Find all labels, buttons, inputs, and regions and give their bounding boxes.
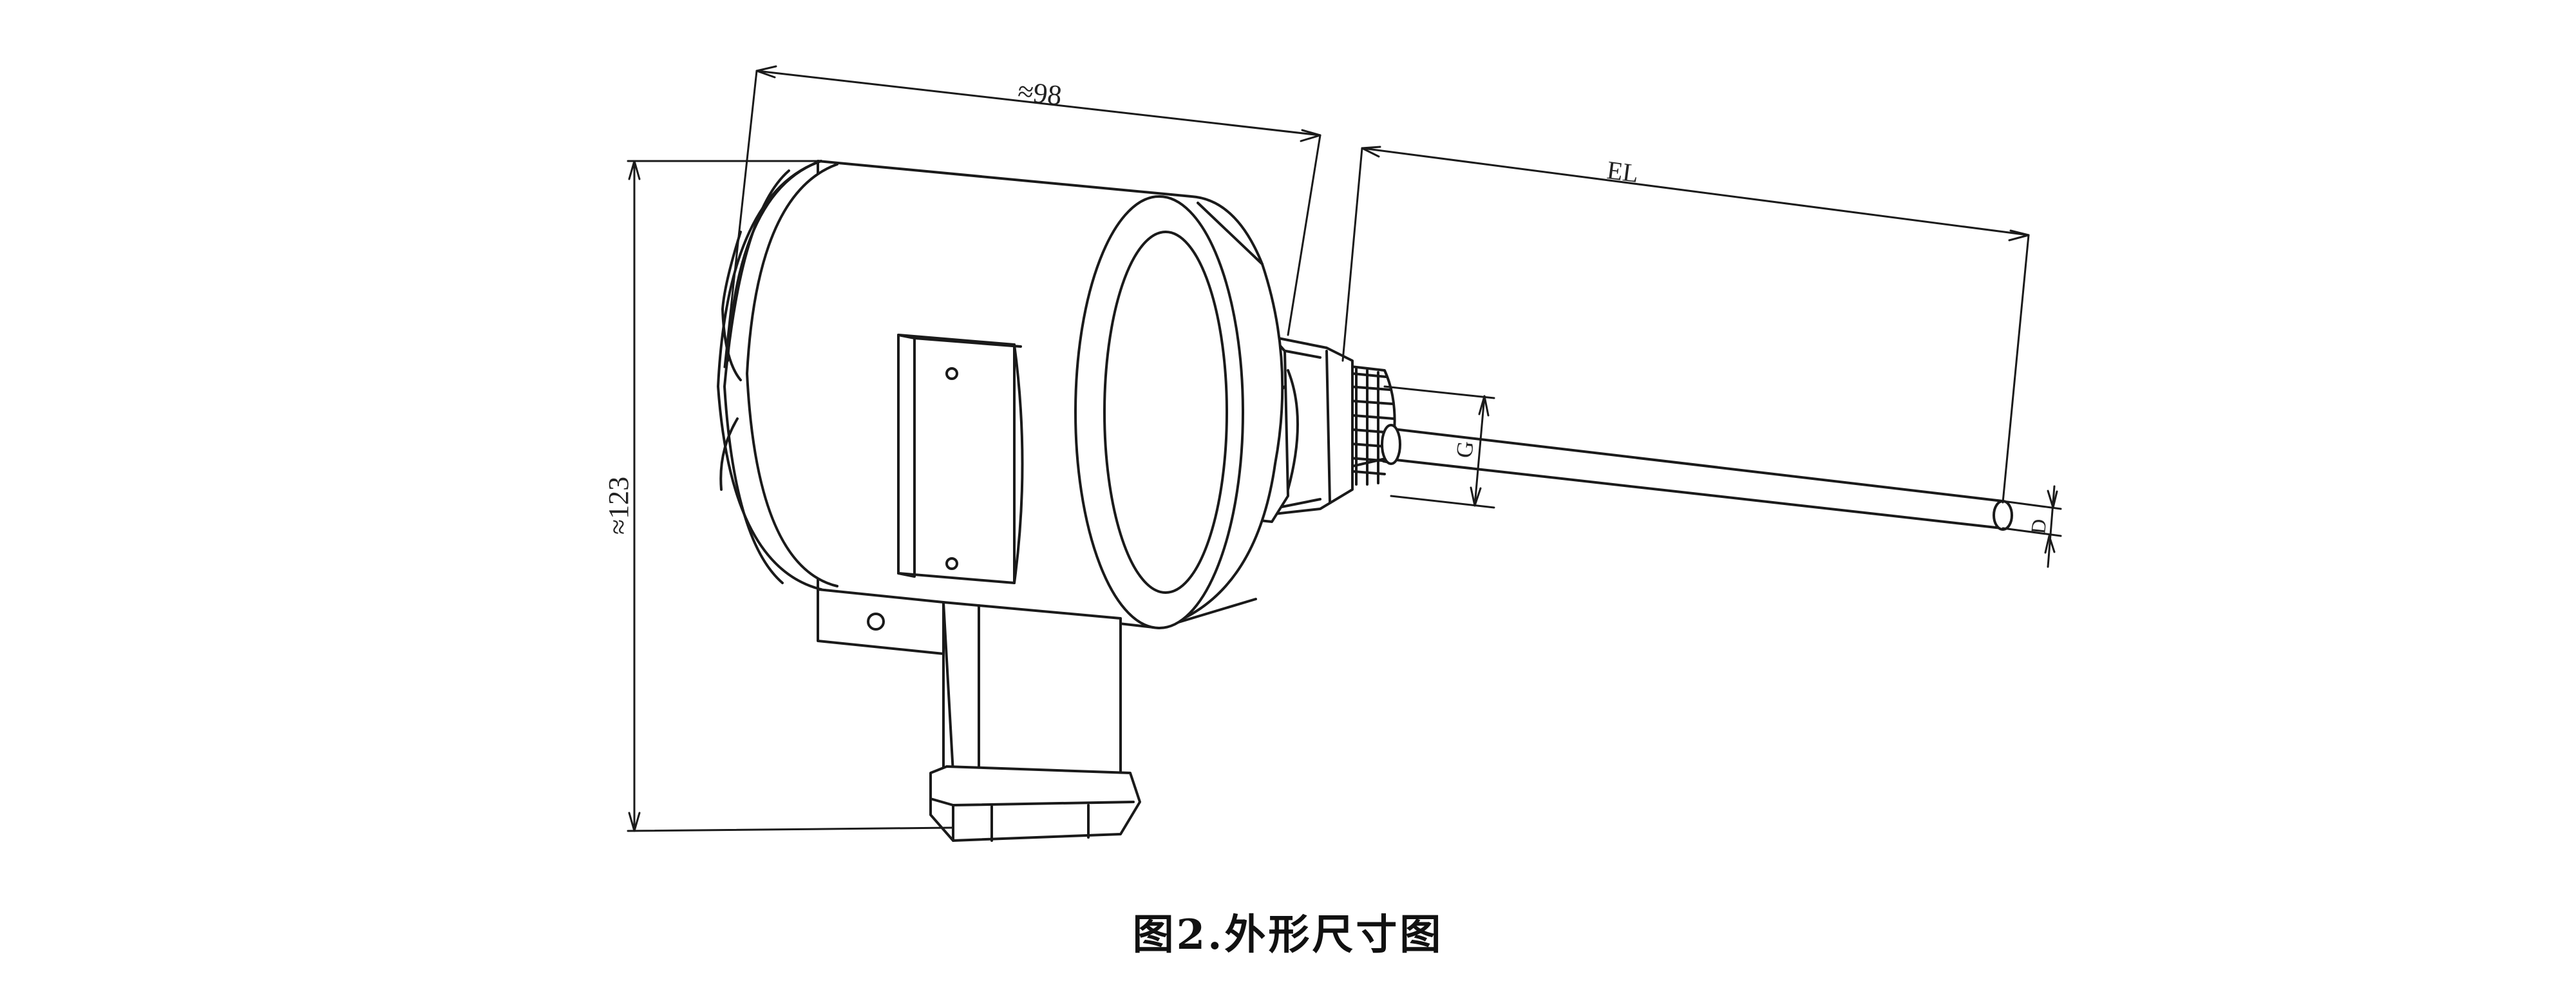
dimension-lines [627, 65, 2062, 832]
g-dimension-label: G [1451, 440, 1478, 459]
figure-caption: 图2.外形尺寸图 [1132, 911, 1444, 959]
cable-gland [929, 601, 1141, 842]
width-dimension-label: ≈98 [1016, 75, 1063, 111]
d-dimension-label: D [2026, 518, 2050, 535]
el-dimension-label: EL [1605, 155, 1640, 188]
display-window [897, 334, 1024, 584]
height-dimension-label: ≈123 [603, 477, 634, 535]
dimension-drawing: ≈98 ≈123 EL G D [603, 65, 2062, 842]
mounting-bracket [817, 588, 945, 655]
